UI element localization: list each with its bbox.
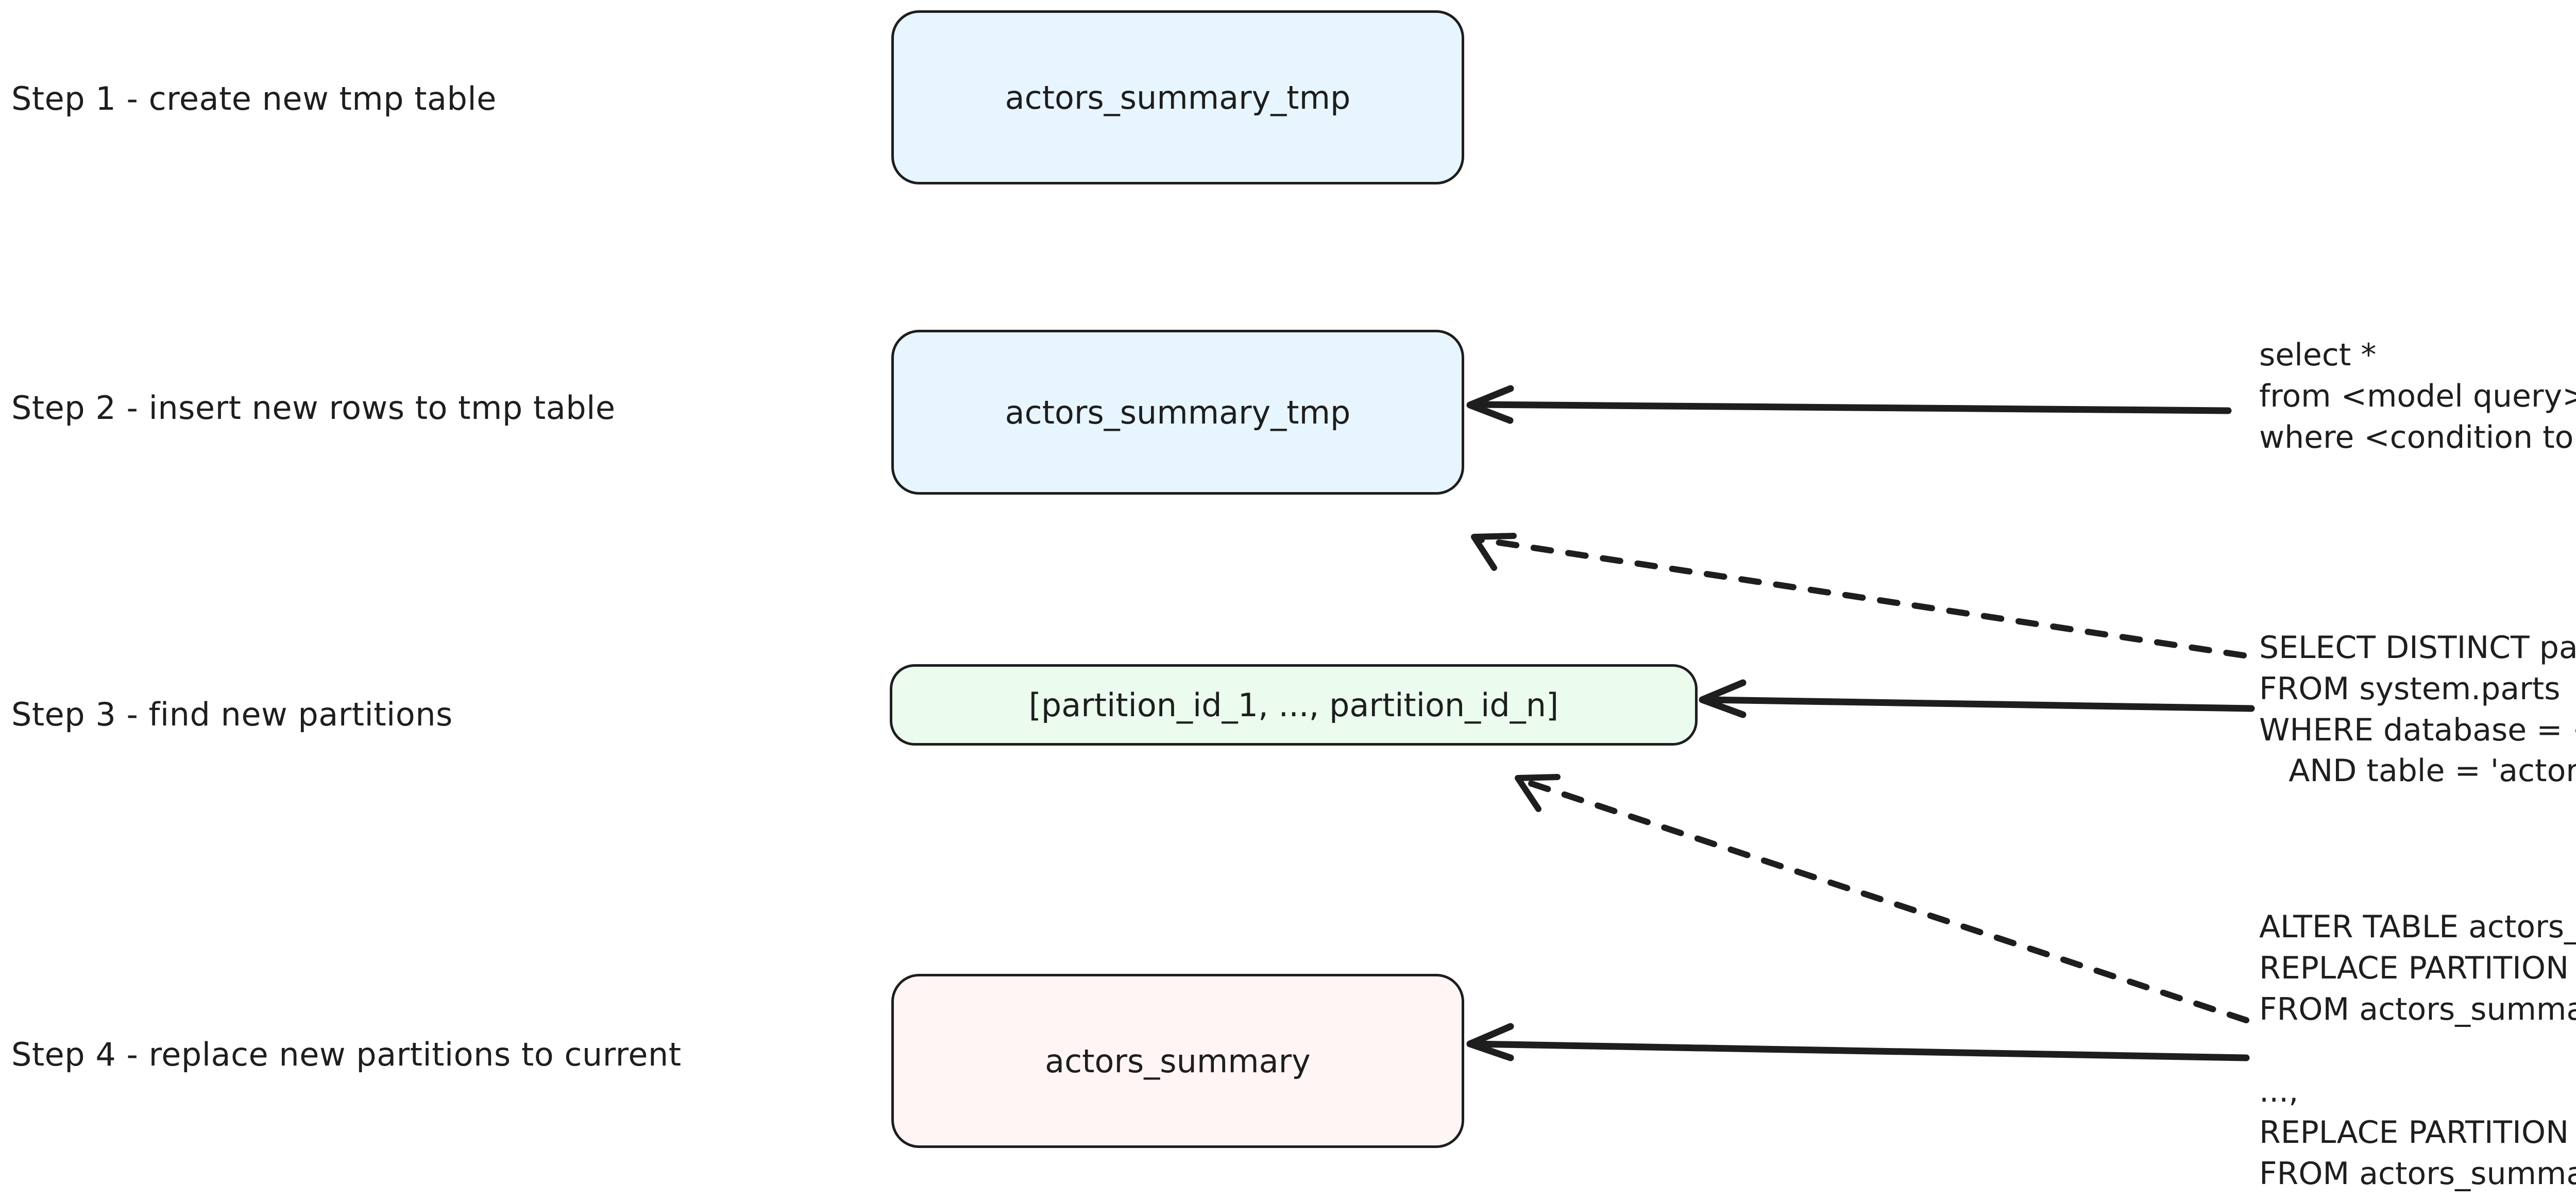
code-block-replace-partitions-query: ALTER TABLE actors_summary REPLACE PARTI… (2259, 909, 2576, 1192)
node-partition-list[interactable]: [partition_id_1, ..., partition_id_n] (890, 664, 1698, 746)
arrow-insert-query-to-tmp-table (1466, 385, 2232, 424)
node-label: actors_summary_tmp (1005, 393, 1351, 431)
step-label-3: Step 3 - find new partitions (11, 696, 453, 733)
arrow-find-query-to-partition-list (1699, 679, 2255, 718)
node-tmp-table-step1[interactable]: actors_summary_tmp (891, 10, 1464, 184)
node-label: actors_summary_tmp (1005, 78, 1351, 116)
code-block-insert-query: select * from <model query> where <condi… (2259, 337, 2576, 455)
step-label-1: Step 1 - create new tmp table (11, 80, 497, 117)
arrow-replace-query-to-target (1466, 1023, 2250, 1061)
arrow-tmp-table-to-find-partitions (1471, 533, 2247, 658)
arrow-partition-list-to-replace (1515, 774, 2249, 1023)
node-target-table[interactable]: actors_summary (891, 974, 1464, 1148)
step-label-2: Step 2 - insert new rows to tmp table (11, 389, 616, 427)
code-block-find-partitions-query: SELECT DISTINCT partition_id FROM system… (2259, 630, 2576, 789)
node-label: actors_summary (1045, 1042, 1311, 1080)
step-label-4: Step 4 - replace new partitions to curre… (11, 1036, 682, 1073)
node-label: [partition_id_1, ..., partition_id_n] (1028, 686, 1559, 724)
node-tmp-table-step2[interactable]: actors_summary_tmp (891, 330, 1464, 495)
